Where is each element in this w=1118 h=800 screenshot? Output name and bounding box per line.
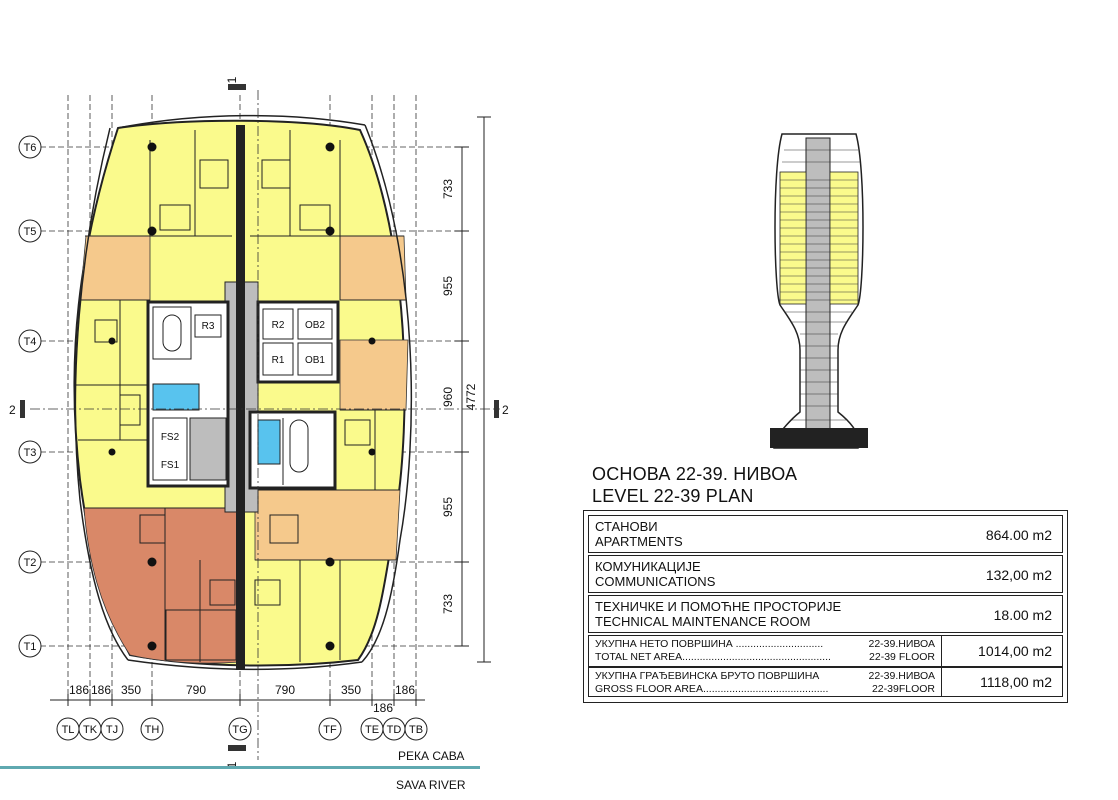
- grid-bubble-td: TD: [387, 724, 402, 736]
- dimension-chain-horizontal: [50, 694, 425, 706]
- room-label-ob2: OB2: [305, 320, 325, 331]
- total-row-gross: УКУПНА ГРАЂЕВИНСКА БРУТО ПОВРШИНА 22-39.Н…: [588, 667, 1063, 697]
- room-label-r1: R1: [272, 355, 285, 366]
- dim-790-left: 790: [186, 683, 206, 697]
- dim-955-top: 955: [441, 276, 455, 296]
- area-label: СТАНОВИ APARTMENTS: [595, 519, 683, 549]
- area-table: СТАНОВИ APARTMENTS 864.00 m2 КОМУНИКАЦИЈ…: [583, 510, 1068, 703]
- section-mark-2-right: 2: [502, 403, 509, 417]
- area-label-sr: КОМУНИКАЦИЈЕ: [595, 559, 701, 574]
- total-label-en-floor: 22-39 FLOOR: [869, 651, 935, 663]
- dim-733-top: 733: [441, 179, 455, 199]
- interior-walls: [76, 130, 406, 662]
- grid-bubble-tb: TB: [409, 724, 423, 736]
- row-grid-bubbles: T6 T5 T4 T3 T2 T1: [18, 135, 42, 658]
- dim-350-left: 350: [121, 683, 141, 697]
- dim-186-a: 186: [69, 683, 89, 697]
- section-marks: 1 1 2 2: [9, 76, 509, 768]
- total-divider: [941, 636, 942, 666]
- room-label-r3: R3: [202, 321, 215, 332]
- total-label-en: GROSS FLOOR AREA........................…: [595, 683, 829, 695]
- total-label-sr-floor: 22-39.НИВОА: [868, 638, 936, 650]
- grid-bubble-t3: T3: [24, 447, 37, 459]
- structural-columns: [108, 142, 376, 651]
- total-label-en-floor: 22-39FLOOR: [871, 683, 935, 695]
- dimension-labels-horizontal: 186 186 350 790 790 350 186 186: [69, 683, 415, 715]
- grid-bubble-t2: T2: [24, 557, 37, 569]
- core-right-top: [256, 300, 340, 384]
- area-value: 132,00 m2: [985, 567, 1052, 583]
- total-label-sr-floor: 22-39.НИВОА: [868, 670, 936, 682]
- room-label-ob1: OB1: [305, 355, 325, 366]
- core-right-bottom: [248, 410, 337, 490]
- total-label: УКУПНА НЕТО ПОВРШИНА ...................…: [595, 638, 935, 664]
- river-label-serbian: РЕКА САВА: [398, 749, 465, 763]
- dim-total: 4772: [464, 383, 478, 410]
- dim-186-d: 186: [395, 683, 415, 697]
- area-row-technical: ТЕХНИЧКЕ И ПОМОЋНЕ ПРОСТОРИЈЕ TECHNICAL …: [588, 595, 1063, 633]
- area-label-sr: ТЕХНИЧКЕ И ПОМОЋНЕ ПРОСТОРИЈЕ: [595, 599, 842, 614]
- dim-960: 960: [441, 387, 455, 407]
- plan-title-english: LEVEL 22-39 PLAN: [592, 486, 754, 506]
- grid-bubble-t4: T4: [24, 336, 37, 348]
- area-label-en: COMMUNICATIONS: [595, 574, 716, 589]
- dimension-labels-vertical: 733 955 960 955 733 4772: [441, 179, 478, 614]
- river-label-english: SAVA RIVER: [396, 778, 466, 792]
- area-value: 864.00 m2: [985, 527, 1052, 543]
- grid-bubble-te: TE: [365, 724, 379, 736]
- grid-bubble-tj: TJ: [106, 724, 118, 736]
- grid-bubble-t1: T1: [24, 641, 37, 653]
- area-label-sr: СТАНОВИ: [595, 519, 658, 534]
- room-labels: R3 R2 OB2 R1 OB1 FS2 FS1: [161, 320, 326, 471]
- grid-bubble-tl: TL: [62, 724, 75, 736]
- grid-bubble-th: TH: [145, 724, 160, 736]
- total-value: 1118,00 m2: [980, 674, 1052, 690]
- total-value: 1014,00 m2: [978, 643, 1052, 659]
- dim-350-right: 350: [341, 683, 361, 697]
- dim-955-bottom: 955: [441, 497, 455, 517]
- total-label: УКУПНА ГРАЂЕВИНСКА БРУТО ПОВРШИНА 22-39.Н…: [595, 670, 935, 696]
- dim-790-right: 790: [275, 683, 295, 697]
- grid-bubble-t5: T5: [24, 226, 37, 238]
- area-label: ТЕХНИЧКЕ И ПОМОЋНЕ ПРОСТОРИЈЕ TECHNICAL …: [595, 599, 841, 629]
- central-wall-spine: [236, 125, 245, 670]
- room-label-r2: R2: [272, 320, 285, 331]
- room-label-fs2: FS2: [161, 432, 180, 443]
- grid-bubble-t6: T6: [24, 142, 37, 154]
- river-line: [0, 766, 480, 769]
- grid-bubble-tf: TF: [323, 724, 337, 736]
- column-grid-bubbles: TL TK TJ TH TG TF TE TD TB: [56, 717, 428, 741]
- area-label-en: TECHNICAL MAINTENANCE ROOM: [595, 614, 811, 629]
- area-label: КОМУНИКАЦИЈЕ COMMUNICATIONS: [595, 559, 715, 589]
- core-left: [146, 300, 230, 488]
- section-mark-2-left: 2: [9, 403, 16, 417]
- total-divider: [941, 668, 942, 696]
- total-label-sr: УКУПНА ГРАЂЕВИНСКА БРУТО ПОВРШИНА: [595, 670, 820, 682]
- area-label-en: APARTMENTS: [595, 534, 683, 549]
- area-row-apartments: СТАНОВИ APARTMENTS 864.00 m2: [588, 515, 1063, 553]
- area-value: 18.00 m2: [993, 607, 1052, 623]
- key-section-elevation: [770, 133, 868, 449]
- area-row-communications: КОМУНИКАЦИЈЕ COMMUNICATIONS 132,00 m2: [588, 555, 1063, 593]
- section-mark-1-top: 1: [225, 76, 239, 83]
- total-row-net: УКУПНА НЕТО ПОВРШИНА ...................…: [588, 635, 1063, 667]
- plan-title-serbian: ОСНОВА 22-39. НИВОА: [592, 464, 798, 484]
- grid-bubble-tg: TG: [232, 724, 247, 736]
- grid-bubble-tk: TK: [83, 724, 98, 736]
- total-label-en: TOTAL NET AREA..........................…: [595, 651, 831, 663]
- dim-186-b: 186: [91, 683, 111, 697]
- dim-733-bottom: 733: [441, 594, 455, 614]
- total-label-sr: УКУПНА НЕТО ПОВРШИНА ...................…: [595, 638, 824, 650]
- room-label-fs1: FS1: [161, 460, 180, 471]
- dimension-chain-vertical: [455, 116, 491, 663]
- section-mark-1-bottom: 1: [225, 761, 239, 768]
- dim-186-c: 186: [373, 701, 393, 715]
